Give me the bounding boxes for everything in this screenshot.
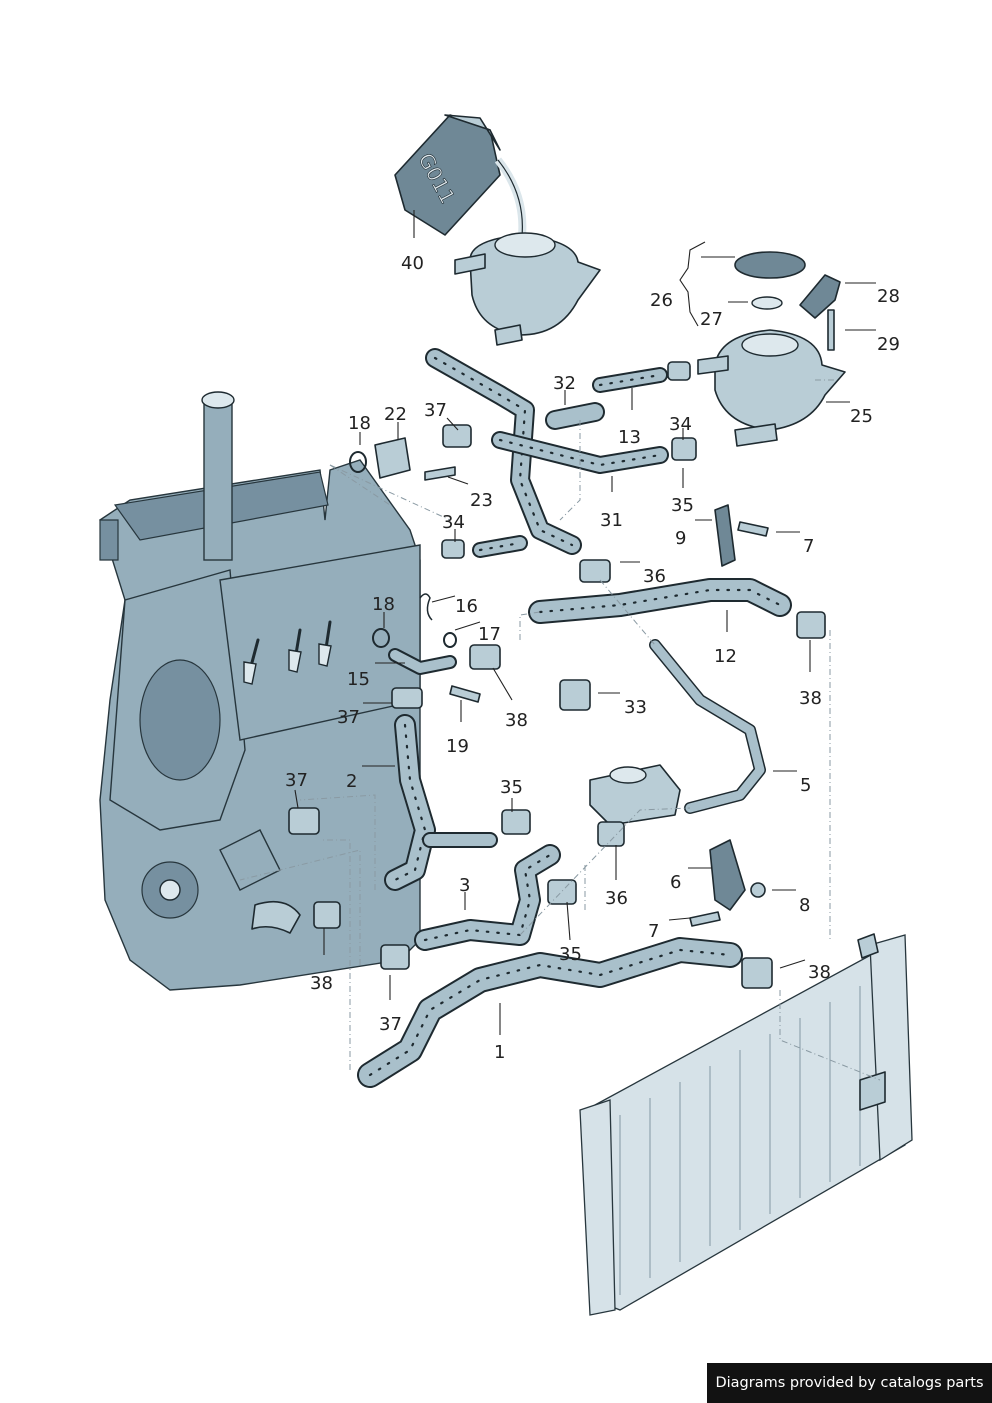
callout-7-upper: 7 <box>803 536 814 557</box>
bracket-9 <box>714 504 736 567</box>
callout-15: 15 <box>347 669 370 690</box>
callout-13: 13 <box>618 427 641 448</box>
callout-29: 29 <box>877 334 900 355</box>
hose-12 <box>528 578 792 624</box>
callout-34-right: 34 <box>669 414 692 435</box>
callout-38-left: 38 <box>310 973 333 994</box>
callout-5: 5 <box>800 775 811 796</box>
callout-40: 40 <box>401 253 424 274</box>
callout-37-top: 37 <box>424 400 447 421</box>
callout-2: 2 <box>346 771 357 792</box>
callout-35-middle: 35 <box>500 777 523 798</box>
callout-3: 3 <box>459 875 470 896</box>
engine-block <box>99 391 421 991</box>
callout-27: 27 <box>700 309 723 330</box>
hose-3 <box>414 844 561 951</box>
hose-31 <box>425 348 669 555</box>
callout-31: 31 <box>600 510 623 531</box>
bolts-and-nuts <box>424 466 769 927</box>
callout-38-right: 38 <box>799 688 822 709</box>
callout-36-lower: 36 <box>605 888 628 909</box>
hose-1 <box>357 937 743 1088</box>
callout-9: 9 <box>675 528 686 549</box>
callout-35-lower: 35 <box>559 944 582 965</box>
callout-37-middle: 37 <box>337 707 360 728</box>
credit-banner: Diagrams provided by catalogs parts <box>707 1363 992 1403</box>
short-hose-pieces <box>388 367 668 675</box>
callout-23: 23 <box>470 490 493 511</box>
callout-38-radiator: 38 <box>808 962 831 983</box>
callout-26: 26 <box>650 290 673 311</box>
callout-8: 8 <box>799 895 810 916</box>
callout-17: 17 <box>478 624 501 645</box>
callout-32: 32 <box>553 373 576 394</box>
o-rings <box>349 451 457 648</box>
callout-35-right: 35 <box>671 495 694 516</box>
hose-2 <box>384 714 498 891</box>
callout-12: 12 <box>714 646 737 667</box>
spark-plug-leads <box>243 620 332 685</box>
callout-18-upper: 18 <box>348 413 371 434</box>
assembly-lines <box>239 379 881 1081</box>
callout-1: 1 <box>494 1042 505 1063</box>
callout-34-upper: 34 <box>442 512 465 533</box>
callout-22: 22 <box>384 404 407 425</box>
callout-28: 28 <box>877 286 900 307</box>
oil-cooler <box>589 764 681 826</box>
callout-37-left: 37 <box>285 770 308 791</box>
callout-7-lower: 7 <box>648 921 659 942</box>
radiator-fins <box>619 986 861 1295</box>
callout-33: 33 <box>624 697 647 718</box>
pipe-5 <box>649 639 766 814</box>
water-pump <box>141 829 301 934</box>
callout-19: 19 <box>446 736 469 757</box>
callout-6: 6 <box>670 872 681 893</box>
callout-36-upper: 36 <box>643 566 666 587</box>
bracket-6 <box>709 839 746 911</box>
callout-38-middle: 38 <box>505 710 528 731</box>
callout-18-lower: 18 <box>372 594 395 615</box>
callout-16: 16 <box>455 596 478 617</box>
callout-25: 25 <box>850 406 873 427</box>
leader-lines <box>294 210 876 1035</box>
expansion-tank <box>697 251 846 447</box>
callout-37-bottom: 37 <box>379 1014 402 1035</box>
flange-22 <box>374 437 411 479</box>
hose-clamps <box>288 361 826 989</box>
coolant-bottle-and-tank <box>394 114 601 346</box>
radiator <box>579 933 913 1316</box>
callout-labels: 1 2 3 5 6 7 7 8 9 12 13 15 16 17 18 18 1… <box>285 253 900 1063</box>
